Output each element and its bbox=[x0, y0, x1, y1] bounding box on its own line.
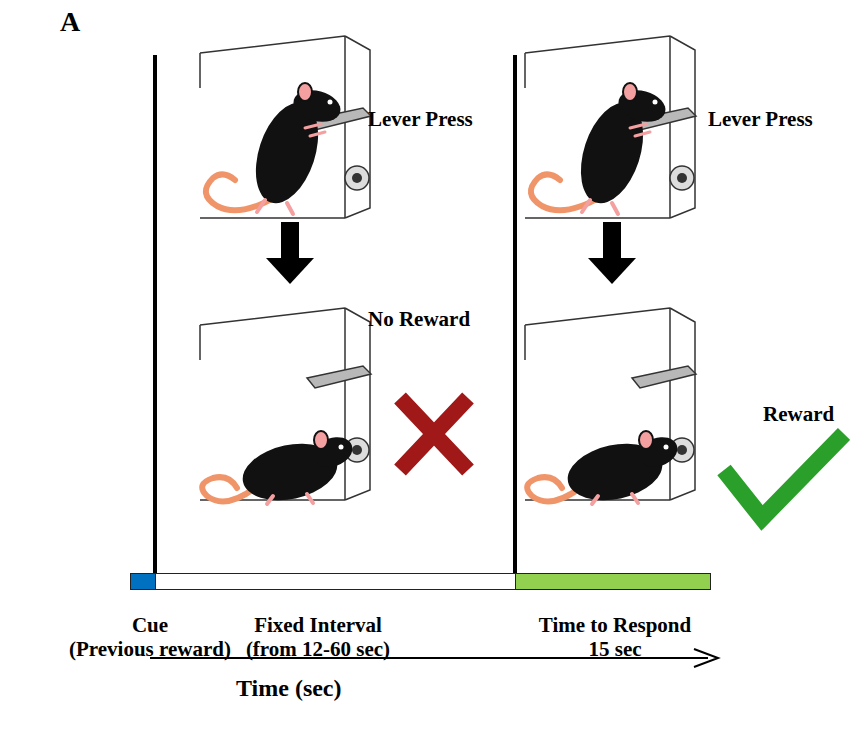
action-label: Lever Press bbox=[368, 107, 473, 131]
outcome-label: Reward bbox=[763, 402, 834, 426]
text-line: (Previous reward) bbox=[55, 637, 245, 661]
text-line: Fixed Interval bbox=[218, 613, 418, 637]
segment-label: Fixed Interval (from 12-60 sec) bbox=[218, 613, 418, 661]
outcome-label: No Reward bbox=[368, 307, 470, 331]
panel-letter: A bbox=[60, 6, 80, 38]
cue-segment: Cue (Previous reward) bbox=[130, 573, 156, 590]
text-line: 15 sec bbox=[510, 637, 720, 661]
axis-label: Time (sec) bbox=[236, 675, 342, 703]
text-line: (from 12-60 sec) bbox=[218, 637, 418, 661]
text-line: Time to Respond bbox=[510, 613, 720, 637]
segment-label: Cue (Previous reward) bbox=[55, 613, 245, 661]
text-line: Cue bbox=[55, 613, 245, 637]
segment-label: Time to Respond 15 sec bbox=[510, 613, 720, 661]
response-segment: Time to Respond 15 sec bbox=[515, 573, 711, 590]
action-label: Lever Press bbox=[708, 107, 813, 131]
interval-segment: Fixed Interval (from 12-60 sec) bbox=[155, 573, 516, 590]
